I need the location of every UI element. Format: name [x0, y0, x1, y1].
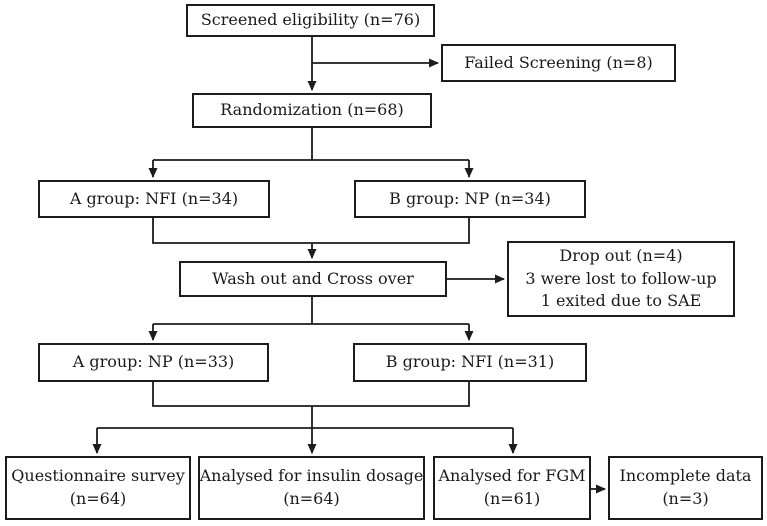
- randomization-label: Randomization (n=68): [220, 100, 404, 120]
- line-groups2-merge: [152, 382, 470, 407]
- incomplete-data-line-2: (n=3): [662, 489, 709, 508]
- box-screened-eligibility: Screened eligibility (n=76): [186, 4, 435, 37]
- failed-screening-label: Failed Screening (n=8): [464, 52, 653, 72]
- group-a-np-label: A group: NP (n=33): [72, 352, 235, 372]
- box-incomplete-data: Incomplete data (n=3): [608, 456, 763, 520]
- line-groups1-merge: [152, 218, 470, 244]
- box-group-a-nfi: A group: NFI (n=34): [38, 180, 270, 218]
- questionnaire-survey-line-2: (n=64): [69, 489, 127, 508]
- line-randomization-split: [153, 128, 469, 161]
- questionnaire-survey-line-1: Questionnaire survey: [11, 466, 185, 486]
- box-group-a-np: A group: NP (n=33): [38, 343, 269, 382]
- group-b-np-label: B group: NP (n=34): [389, 188, 551, 208]
- drop-out-line-2: 3 were lost to follow-up: [525, 268, 717, 288]
- box-analysed-insulin-dosage: Analysed for insulin dosage (n=64): [198, 456, 425, 520]
- washout-crossover-label: Wash out and Cross over: [212, 268, 414, 288]
- box-group-b-np: B group: NP (n=34): [354, 180, 586, 218]
- group-b-nfi-label: B group: NFI (n=31): [385, 352, 555, 372]
- incomplete-data-line-1: Incomplete data: [619, 466, 752, 486]
- box-drop-out: Drop out (n=4) 3 were lost to follow-up …: [507, 241, 735, 317]
- screened-eligibility-label: Screened eligibility (n=76): [200, 10, 421, 30]
- box-randomization: Randomization (n=68): [192, 93, 432, 128]
- box-questionnaire-survey: Questionnaire survey (n=64): [5, 456, 191, 520]
- drop-out-line-1: Drop out (n=4): [559, 245, 683, 265]
- box-group-b-nfi: B group: NFI (n=31): [353, 343, 587, 382]
- line-washout-split: [153, 297, 469, 325]
- box-washout-crossover: Wash out and Cross over: [179, 261, 447, 297]
- drop-out-line-3: 1 exited due to SAE: [540, 291, 702, 311]
- analysed-insulin-dosage-line-2: (n=64): [283, 489, 340, 508]
- box-failed-screening: Failed Screening (n=8): [441, 44, 676, 82]
- group-a-nfi-label: A group: NFI (n=34): [69, 188, 239, 208]
- analysed-fgm-line-1: Analysed for FGM: [438, 466, 586, 486]
- analysed-insulin-dosage-line-1: Analysed for insulin dosage: [199, 466, 424, 486]
- box-analysed-fgm: Analysed for FGM (n=61): [433, 456, 591, 520]
- analysed-fgm-line-2: (n=61): [483, 489, 541, 508]
